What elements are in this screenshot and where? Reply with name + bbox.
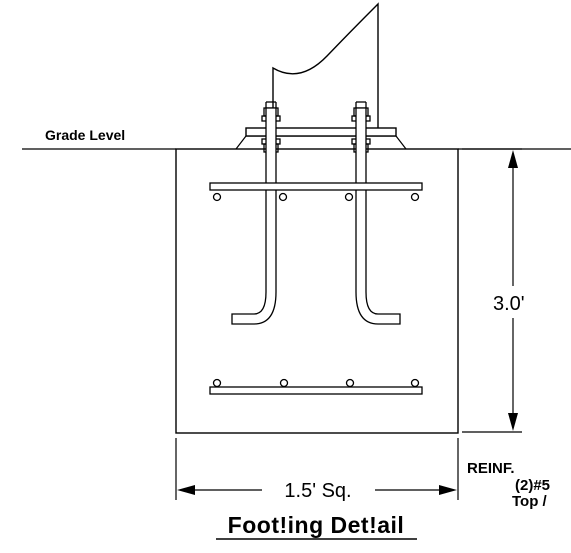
height-dimension-label: 3.0'	[493, 293, 525, 315]
bottom-rebar-bar	[209, 386, 423, 395]
reinf-note-line1: REINF.	[467, 460, 515, 477]
drawing-title: Foot!ing Det!ail	[228, 512, 405, 538]
width-dimension	[175, 438, 459, 500]
anchor-bolt-right	[351, 101, 401, 325]
post-outline	[272, 2, 379, 128]
width-dimension-label: 1.5' Sq.	[284, 480, 351, 502]
top-rebar-dots	[212, 192, 420, 202]
base-plate	[245, 127, 397, 137]
top-rebar-bar	[209, 182, 423, 191]
grade-level-label: Grade Level	[45, 127, 125, 143]
bottom-rebar-dots	[212, 378, 420, 388]
footing-outline	[175, 148, 459, 434]
anchor-bolt-left	[231, 101, 281, 325]
reinf-note-line2: (2)#5	[515, 477, 550, 494]
reinf-note-line3: Top /	[512, 493, 548, 510]
height-dimension	[462, 148, 522, 433]
